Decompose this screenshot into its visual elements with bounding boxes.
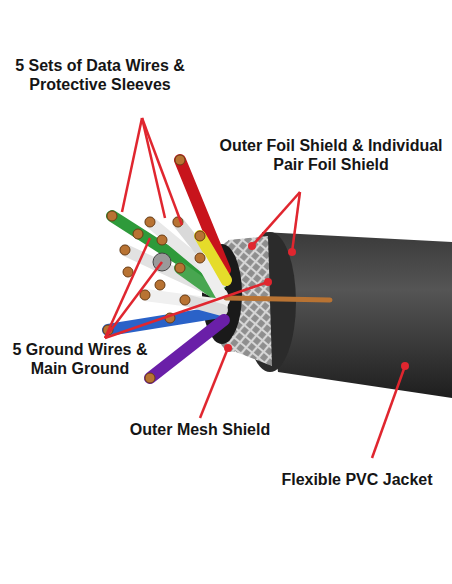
- callout-label: Outer Mesh Shield: [100, 420, 300, 439]
- leader-dots: [224, 242, 409, 370]
- callout-label: Flexible PVC Jacket: [262, 470, 452, 489]
- callout-label: 5 Sets of Data Wires & Protective Sleeve…: [0, 56, 200, 94]
- callout-label: 5 Ground Wires & Main Ground: [0, 340, 160, 378]
- callout-label: Outer Foil Shield & Individual Pair Foil…: [210, 136, 452, 174]
